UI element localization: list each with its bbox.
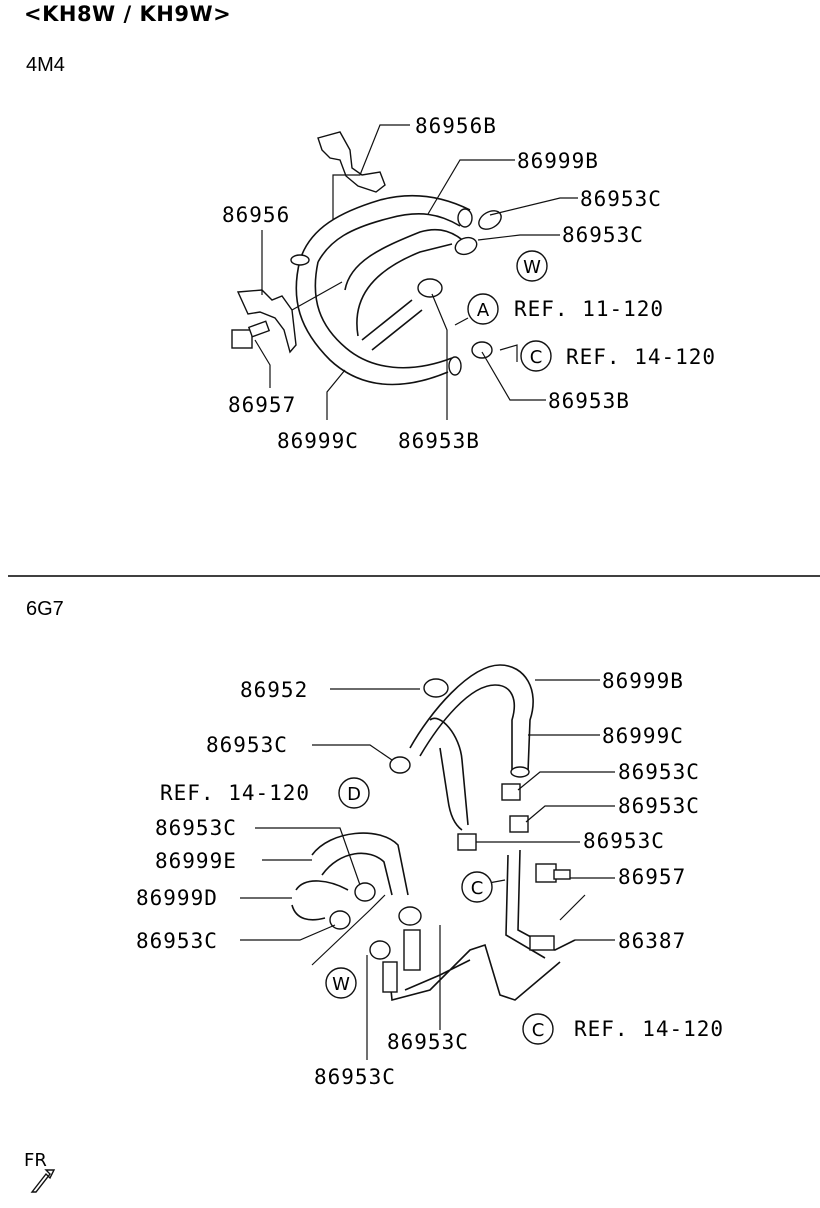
marker-w-4m4-text: W (523, 257, 541, 278)
marker-c2-6g7 (522, 1013, 554, 1045)
clamp-86953C-b1 (398, 906, 422, 926)
clamp-86953C-l2 (354, 882, 376, 902)
hose-86999B (299, 194, 471, 261)
bolt-86957-6g7 (535, 863, 571, 883)
label-86953B-bottom: 86953B (398, 429, 480, 453)
engine-label-4m4: 4M4 (26, 54, 65, 76)
clamp-86953C-b2 (369, 940, 391, 960)
marker-c2-6g7-text: C (532, 1020, 545, 1041)
label-86999E: 86999E (155, 849, 237, 873)
hose-86999E (311, 832, 409, 896)
clamp-86953C-r2 (509, 815, 529, 833)
marker-a-4m4 (467, 293, 499, 325)
label-86953B-right: 86953B (548, 389, 630, 413)
ref-c-label-6g7: REF. 14-120 (574, 1017, 724, 1041)
marker-d-6g7 (338, 777, 370, 809)
marker-w-6g7 (325, 967, 357, 999)
front-arrow-icon (30, 1169, 56, 1193)
clamp-86952 (423, 678, 449, 698)
label-86999B-6g7: 86999B (602, 669, 684, 693)
bracket-86956B (317, 131, 386, 193)
label-86999B: 86999B (517, 149, 599, 173)
label-86953C-r3: 86953C (583, 829, 665, 853)
ref-c-label: REF. 14-120 (566, 345, 716, 369)
label-86999D: 86999D (136, 886, 218, 910)
label-86957-6g7: 86957 (618, 865, 686, 889)
clamp-86953C-r1 (501, 783, 521, 801)
hose-86999D (291, 880, 349, 921)
label-86953C-l3: 86953C (136, 929, 218, 953)
diagram-title: <KH8W / KH9W> (24, 2, 232, 26)
marker-c-4m4 (520, 340, 552, 372)
label-86953C-l2: 86953C (155, 816, 237, 840)
clamp-86953C-left (389, 756, 411, 774)
label-86953C-left: 86953C (206, 733, 288, 757)
marker-c-6g7-text: C (471, 878, 484, 899)
clamp-86953B-2 (471, 341, 493, 359)
label-86999C-6g7: 86999C (602, 724, 684, 748)
clamp-86953C-2 (454, 236, 478, 256)
clamp-86953B-1 (417, 278, 443, 298)
label-86956B: 86956B (415, 114, 497, 138)
hose-86999C (295, 259, 449, 386)
bolt-86957 (231, 320, 271, 349)
label-86953C-r2: 86953C (618, 794, 700, 818)
ref-a-label: REF. 11-120 (514, 297, 664, 321)
label-86953C-2: 86953C (562, 223, 644, 247)
label-86999C: 86999C (277, 429, 359, 453)
engine-label-6g7: 6G7 (26, 598, 64, 620)
label-86953C-b1: 86953C (387, 1030, 469, 1054)
label-86953C-1: 86953C (580, 187, 662, 211)
marker-a-4m4-text: A (477, 300, 490, 321)
ref-d-label: REF. 14-120 (160, 781, 310, 805)
clamp-86953C-l3 (329, 910, 351, 930)
label-86956: 86956 (222, 203, 290, 227)
hose-86999B-6g7 (409, 664, 534, 773)
marker-w-4m4 (516, 250, 548, 282)
label-86387: 86387 (618, 929, 686, 953)
bracket-86956 (236, 289, 297, 354)
diagram-6g7: 86952 86999B 86953C 86999C REF. 14-120 8… (136, 664, 724, 1089)
clamp-86953C-r3 (457, 833, 477, 851)
marker-d-6g7-text: D (347, 784, 361, 805)
marker-w-6g7-text: W (332, 974, 350, 995)
front-arrow-label: FR (24, 1150, 47, 1171)
label-86953C-r1: 86953C (618, 760, 700, 784)
diagram-4m4: 86956B 86999B 86953C 86953C 86956 REF. 1… (222, 114, 716, 453)
marker-c-4m4-text: C (530, 347, 543, 368)
label-86957: 86957 (228, 393, 296, 417)
marker-c-6g7 (461, 871, 493, 903)
label-86952: 86952 (240, 678, 308, 702)
clamp-86953C-1 (478, 210, 502, 230)
label-86953C-b2: 86953C (314, 1065, 396, 1089)
